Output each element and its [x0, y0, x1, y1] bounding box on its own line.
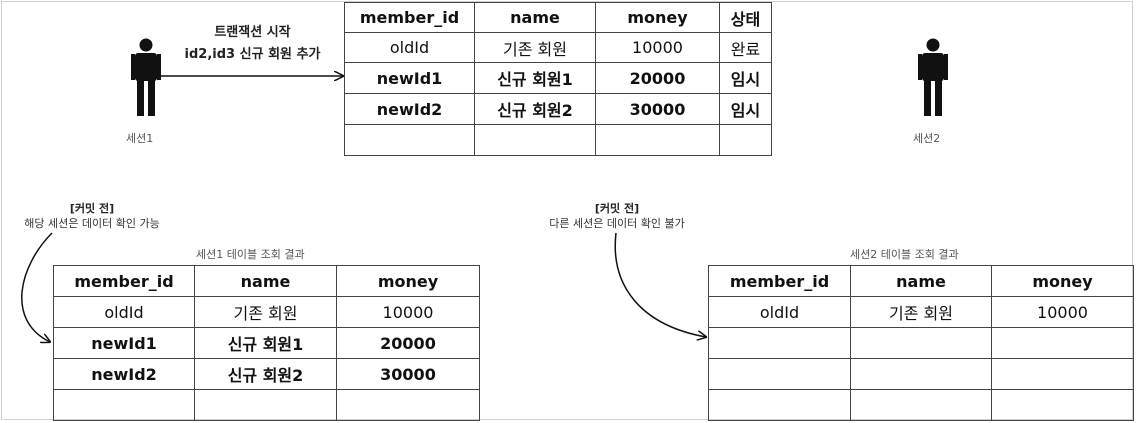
table-cell: [708, 389, 851, 421]
table-cell: [708, 327, 851, 359]
column-header: member_id: [344, 2, 475, 33]
session1-note-arrow: [21, 232, 53, 342]
table-cell: oldId: [344, 32, 475, 63]
session2-note-arrow: [614, 232, 706, 337]
transaction-label: 트랜잭션 시작 id2,id3 신규 회원 추가: [160, 22, 345, 66]
table-cell: 완료: [719, 32, 772, 63]
session2-person-icon: [918, 38, 948, 116]
column-header: name: [850, 265, 992, 297]
table-row: [708, 327, 1134, 359]
table-cell: [850, 358, 992, 390]
column-header: money: [991, 265, 1134, 297]
table-cell: oldId: [708, 296, 851, 328]
table-cell: 임시: [719, 62, 772, 94]
session1-result-caption: 세션1 테이블 조회 결과: [196, 248, 305, 261]
table-cell: 20000: [595, 62, 720, 94]
table-cell: 신규 회원1: [194, 327, 337, 359]
table-cell: 30000: [336, 358, 480, 390]
column-header: member_id: [53, 265, 195, 297]
session2-note-body: 다른 세션은 데이터 확인 불가: [549, 217, 685, 230]
table-cell: [991, 327, 1134, 359]
session1-result-header: member_id name money: [53, 265, 480, 297]
table-row: oldId 기존 회원 10000: [53, 296, 480, 328]
table-cell: oldId: [53, 296, 195, 328]
transaction-label-line2: id2,id3 신규 회원 추가: [184, 47, 321, 62]
table-cell: [194, 389, 337, 421]
table-cell: 10000: [991, 296, 1134, 328]
session1-label: 세션1: [126, 132, 154, 145]
table-cell: newId1: [344, 62, 475, 94]
table-cell: 기존 회원: [194, 296, 337, 328]
main-table: member_id name money 상태 oldId 기존 회원 1000…: [344, 2, 772, 156]
session2-result-header: member_id name money: [708, 265, 1134, 297]
session2-commit-note: [커밋 전] 다른 세션은 데이터 확인 불가: [525, 201, 709, 231]
table-cell: 10000: [336, 296, 480, 328]
table-cell: 10000: [595, 32, 720, 63]
table-cell: 임시: [719, 93, 772, 125]
table-cell: newId2: [344, 93, 475, 125]
table-cell: 신규 회원2: [194, 358, 337, 390]
column-header: name: [194, 265, 337, 297]
table-row: newId2 신규 회원2 30000: [53, 358, 480, 390]
table-cell: [850, 389, 992, 421]
table-row: oldId 기존 회원 10000 완료: [344, 32, 772, 63]
table-cell: [708, 358, 851, 390]
session2-note-head: [커밋 전]: [594, 202, 640, 215]
session2-label: 세션2: [913, 132, 941, 145]
table-row: newId1 신규 회원1 20000 임시: [344, 62, 772, 94]
column-header: member_id: [708, 265, 851, 297]
table-cell: 신규 회원1: [474, 62, 596, 94]
table-row: newId2 신규 회원2 30000 임시: [344, 93, 772, 125]
table-row: [344, 124, 772, 156]
session1-commit-note: [커밋 전] 해당 세션은 데이터 확인 가능: [2, 201, 182, 231]
session1-note-head: [커밋 전]: [69, 202, 115, 215]
table-cell: 20000: [336, 327, 480, 359]
column-header: money: [336, 265, 480, 297]
table-cell: [595, 124, 720, 156]
session1-note-body: 해당 세션은 데이터 확인 가능: [24, 217, 160, 230]
table-cell: [474, 124, 596, 156]
main-table-header: member_id name money 상태: [344, 2, 772, 33]
table-cell: 신규 회원2: [474, 93, 596, 125]
transaction-label-line1: 트랜잭션 시작: [214, 25, 291, 40]
table-row: newId1 신규 회원1 20000: [53, 327, 480, 359]
column-header: 상태: [719, 2, 772, 33]
table-cell: [719, 124, 772, 156]
table-cell: [991, 389, 1134, 421]
table-cell: [991, 358, 1134, 390]
table-cell: [53, 389, 195, 421]
table-cell: [336, 389, 480, 421]
table-cell: newId2: [53, 358, 195, 390]
session2-result-table: member_id name money oldId 기존 회원 10000: [708, 265, 1134, 421]
column-header: name: [474, 2, 596, 33]
session2-result-caption: 세션2 테이블 조회 결과: [850, 248, 959, 261]
session1-result-table: member_id name money oldId 기존 회원 10000 n…: [53, 265, 480, 421]
table-cell: [850, 327, 992, 359]
table-cell: 기존 회원: [850, 296, 992, 328]
table-cell: [344, 124, 475, 156]
table-cell: 30000: [595, 93, 720, 125]
table-row: oldId 기존 회원 10000: [708, 296, 1134, 328]
table-cell: 기존 회원: [474, 32, 596, 63]
column-header: money: [595, 2, 720, 33]
table-row: [708, 358, 1134, 390]
table-cell: newId1: [53, 327, 195, 359]
table-row: [53, 389, 480, 421]
table-row: [708, 389, 1134, 421]
session1-person-icon: [131, 38, 161, 116]
